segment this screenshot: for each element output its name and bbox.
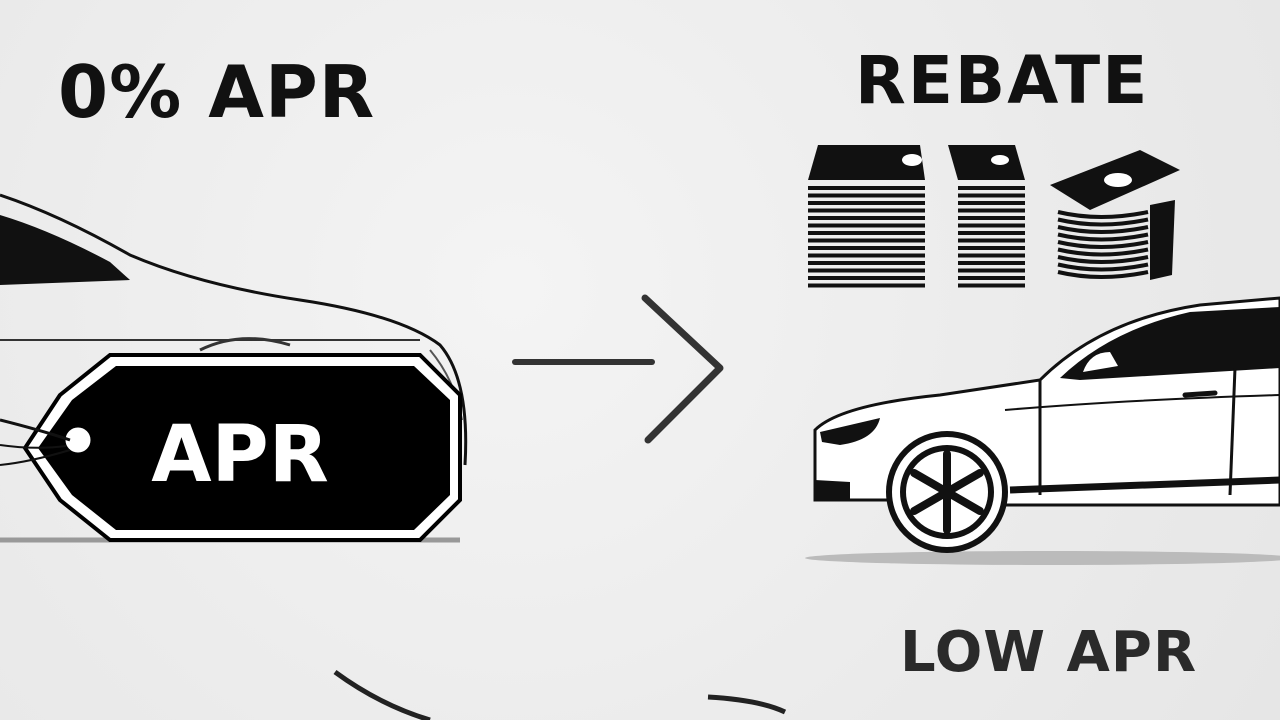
coin-line: [1057, 217, 1149, 227]
coin-line: [1057, 262, 1149, 272]
coin-line: [1057, 240, 1149, 249]
rebate-heading: REBATE: [855, 42, 1150, 119]
coin-line: [1057, 225, 1149, 234]
low-apr-heading: LOW APR: [900, 620, 1198, 685]
tag-label: APR: [151, 410, 329, 500]
coin-line: [1057, 255, 1149, 264]
zero-apr-heading: 0% APR: [58, 50, 376, 134]
cash-stack-2: [948, 145, 1025, 288]
coin-line: [1057, 270, 1149, 279]
coin-line: [1057, 247, 1149, 257]
coin-line: [1057, 210, 1149, 219]
cash-stack-1: [808, 145, 925, 288]
coin-line: [1057, 232, 1149, 242]
